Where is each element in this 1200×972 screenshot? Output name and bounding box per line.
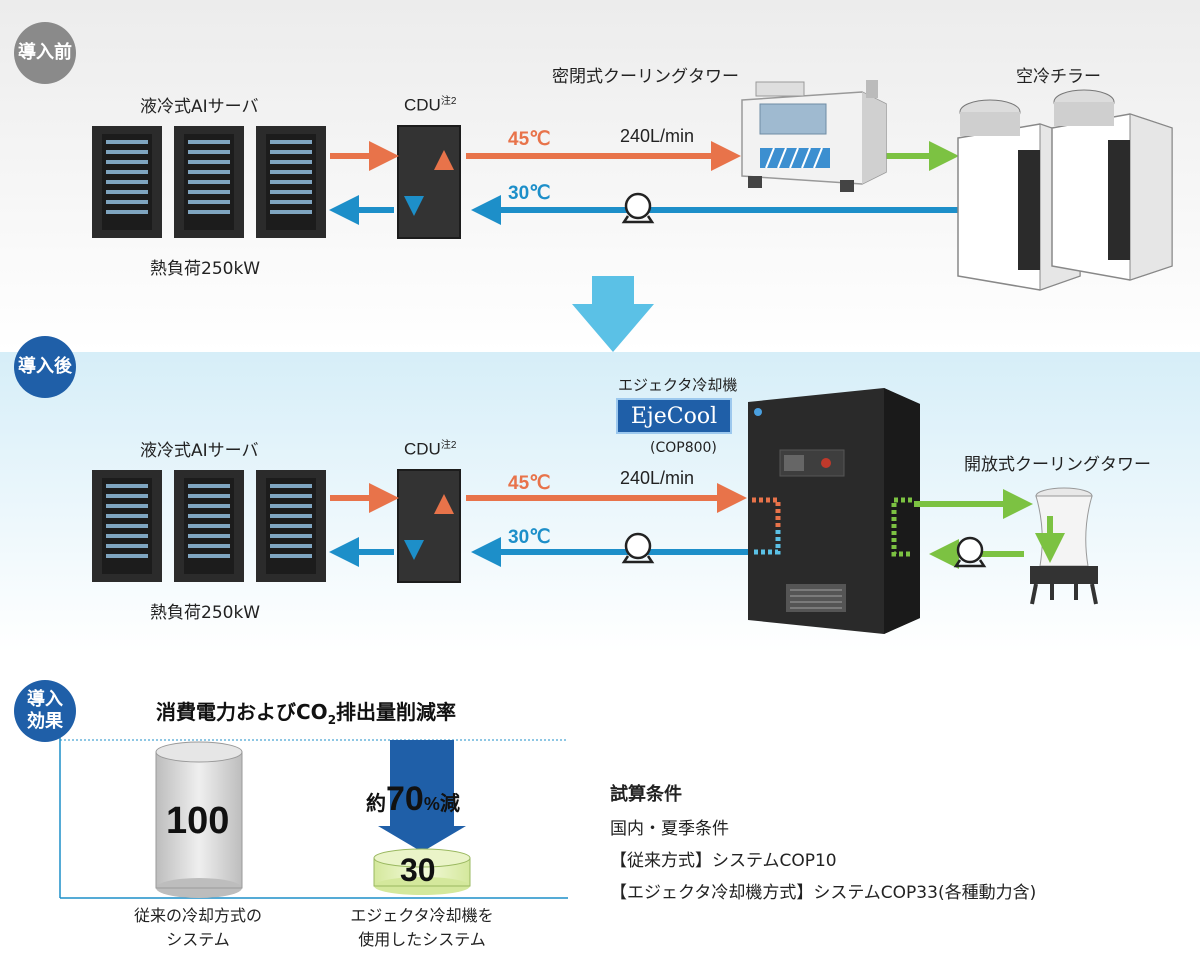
conventional-value: 100	[166, 800, 230, 842]
pump-icon	[621, 532, 655, 564]
server-rack	[174, 126, 244, 238]
server-label: 液冷式AIサーバ	[140, 97, 259, 117]
reduction-label: 約70%減	[366, 780, 460, 818]
cdu-label: CDU注2	[404, 95, 457, 115]
transition-arrow	[572, 276, 654, 352]
cold-temp-label: 30℃	[508, 183, 551, 204]
new-system-label: エジェクタ冷却機を使用したシステム	[350, 906, 494, 949]
conventional-cylinder	[155, 741, 243, 898]
server-rack	[92, 470, 162, 582]
conditions-title: 試算条件	[610, 784, 682, 805]
effect-badge: 導入効果	[14, 680, 76, 742]
server-rack	[174, 470, 244, 582]
server-rack	[256, 126, 326, 238]
pump-icon	[953, 536, 987, 568]
model-label: (COP800)	[650, 440, 717, 456]
air-cooled-chiller-icon	[957, 89, 1173, 291]
heat-load-label: 熱負荷250kW	[150, 259, 261, 279]
open-cooling-tower-icon	[1030, 487, 1098, 605]
condition-line: 国内・夏季条件	[610, 819, 729, 839]
effect-title: 消費電力およびCO2排出量削減率	[156, 700, 457, 727]
pump-icon	[621, 192, 655, 224]
cdu-label: CDU注2	[404, 439, 457, 459]
open-cooling-tower-label: 開放式クーリングタワー	[964, 455, 1151, 475]
new-value: 30	[400, 852, 436, 888]
new-system-cylinder	[373, 848, 471, 895]
cdu-unit	[397, 469, 461, 583]
closed-cooling-tower-icon	[741, 80, 887, 192]
chiller-label: 空冷チラー	[1016, 67, 1101, 87]
condition-line: 【エジェクタ冷却機方式】システムCOP33(各種動力含)	[610, 883, 1037, 903]
ejector-chiller-label: エジェクタ冷却機	[618, 376, 738, 394]
flow-rate-label: 240L/min	[620, 468, 695, 488]
server-rack	[256, 470, 326, 582]
hot-temp-label: 45℃	[508, 473, 551, 494]
after-badge: 導入後	[14, 336, 76, 398]
server-label: 液冷式AIサーバ	[140, 441, 259, 461]
cold-temp-label: 30℃	[508, 527, 551, 548]
reduction-arrow	[378, 740, 466, 852]
cdu-unit	[397, 125, 461, 239]
server-rack	[92, 126, 162, 238]
flow-rate-label: 240L/min	[620, 126, 695, 146]
ejector-chiller-icon	[748, 388, 920, 634]
condition-line: 【従来方式】システムCOP10	[610, 851, 837, 871]
closed-cooling-tower-label: 密閉式クーリングタワー	[552, 67, 739, 87]
hot-temp-label: 45℃	[508, 129, 551, 150]
heat-load-label: 熱負荷250kW	[150, 603, 261, 623]
before-badge: 導入前	[14, 22, 76, 84]
ejecool-logo: EjeCool	[616, 398, 732, 434]
conventional-system-label: 従来の冷却方式のシステム	[133, 906, 262, 949]
